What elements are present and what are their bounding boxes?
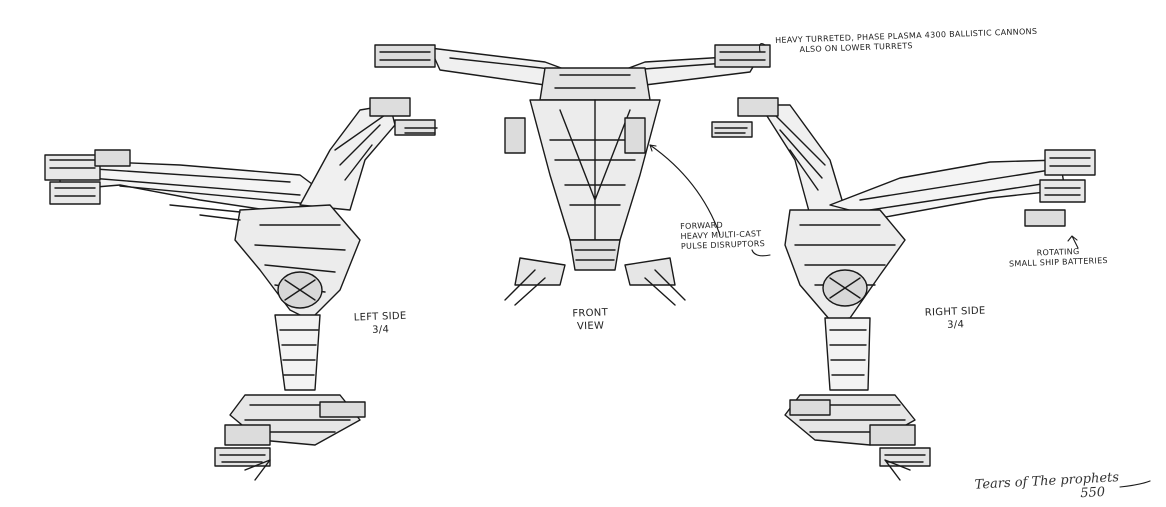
ship-front-view bbox=[374, 44, 771, 306]
label-left-side-line2: 3/4 bbox=[371, 324, 390, 336]
ship-right-three-quarter bbox=[711, 97, 1096, 481]
label-right-side: Right Side 3/4 bbox=[915, 304, 996, 333]
callout-arrows bbox=[649, 43, 1151, 488]
ship-left-three-quarter bbox=[44, 97, 438, 481]
label-front-view-line2: VIEW bbox=[576, 320, 605, 333]
annotation-forward: Forward heavy multi-cast pulse disruptor… bbox=[680, 218, 791, 252]
label-front-view: FRONT VIEW bbox=[560, 306, 621, 334]
label-left-side: LEFT SIDE 3/4 bbox=[340, 309, 421, 338]
